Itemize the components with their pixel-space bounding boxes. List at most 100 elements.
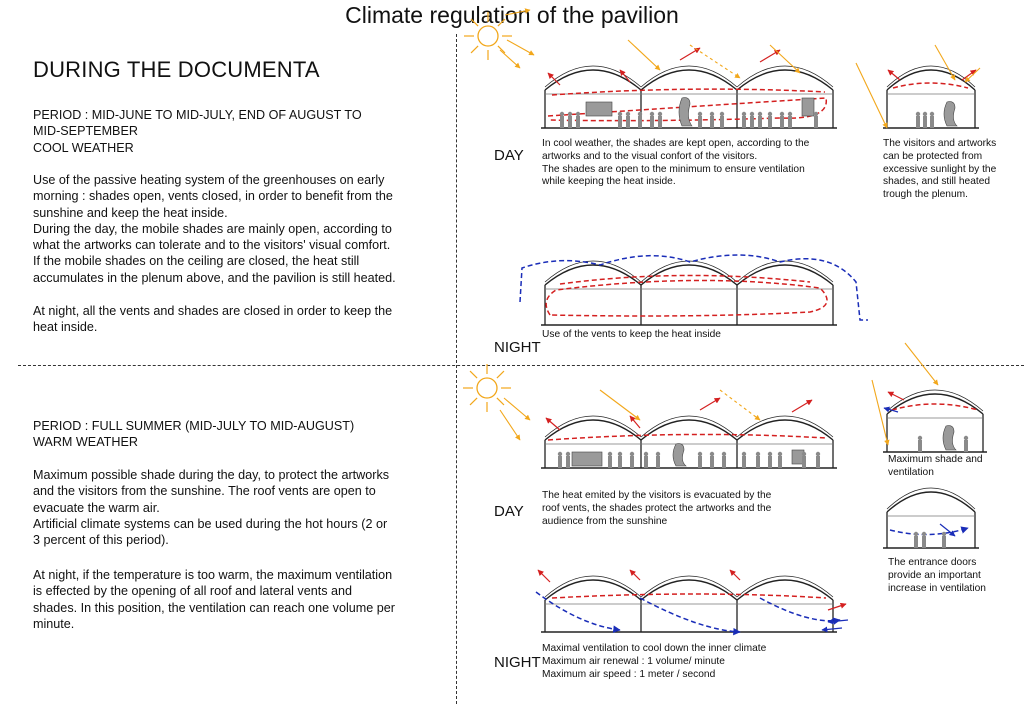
heat-arrow	[547, 72, 561, 86]
roof-arch-outer	[736, 260, 834, 283]
cool-body-line: During the day, the mobile shades are ma…	[33, 221, 392, 236]
roof-arch	[640, 419, 738, 441]
heat-arrow	[827, 602, 847, 611]
visitor-head	[777, 451, 783, 457]
visitor-figure	[557, 451, 563, 468]
visitor-figure	[709, 111, 715, 128]
visitor-body	[658, 116, 662, 128]
roof-arch	[544, 419, 642, 441]
visitor-head	[559, 111, 565, 117]
warm-air-flow	[547, 97, 827, 122]
visitor-body	[802, 456, 806, 468]
heat-arrow	[629, 415, 641, 429]
caption-line: In cool weather, the shades are kept ope…	[542, 138, 810, 149]
visitor-head	[637, 111, 643, 117]
heat-arrow	[699, 397, 721, 411]
caption-line: provide an important	[888, 569, 981, 581]
sunlight-arrow	[599, 389, 641, 421]
sunlight-arrow	[855, 62, 888, 129]
visitor-head	[813, 111, 819, 117]
visitor-body	[566, 456, 570, 468]
caption-line: The heat emited by the visitors is evacu…	[542, 490, 772, 501]
visitor-figure	[643, 451, 649, 468]
visitor-figure	[697, 111, 703, 128]
visitor-head	[629, 451, 635, 457]
sunlight-arrow	[499, 49, 521, 69]
visitor-head	[697, 451, 703, 457]
visitor-figure	[617, 111, 623, 128]
visitor-head	[779, 111, 785, 117]
visitor-figure	[629, 451, 635, 468]
visitor-head	[617, 451, 623, 457]
visitor-head	[617, 111, 623, 117]
visitor-head	[767, 451, 773, 457]
warm-body-text: Maximum possible shade during the day, t…	[33, 467, 443, 548]
visitor-body	[710, 456, 714, 468]
cool-air-flow	[639, 597, 741, 636]
cool-weather-label: COOL WEATHER	[33, 140, 134, 155]
roof-arch-outer	[640, 415, 738, 438]
caption-line: audience from the sunshine	[542, 515, 668, 527]
pavilion-section	[541, 415, 837, 469]
artwork-panel	[571, 451, 603, 467]
visitor-body	[618, 456, 622, 468]
cool-body-line: If the mobile shades on the ceiling are …	[33, 254, 360, 269]
warm-air-flow	[551, 593, 827, 599]
cool-body-line: Use of the passive heating system of the…	[33, 173, 385, 187]
horizontal-divider	[18, 365, 1024, 366]
warm-night-text: At night, if the temperature is too warm…	[33, 567, 443, 632]
visitor-head	[719, 111, 725, 117]
roof-arch	[886, 491, 976, 513]
visitor-body	[964, 440, 968, 452]
caption-line: artworks and to the visual confort of th…	[542, 150, 758, 162]
roof-arch	[736, 419, 834, 441]
visitor-figure	[921, 531, 927, 548]
sun-ray	[469, 370, 478, 379]
cool-day-label: DAY	[494, 147, 524, 164]
visitor-figure	[779, 111, 785, 128]
visitor-body	[788, 116, 792, 128]
visitor-body	[814, 116, 818, 128]
visitor-head	[755, 451, 761, 457]
roof-arch-outer	[886, 389, 984, 412]
visitor-figure	[741, 111, 747, 128]
visitor-figure	[637, 111, 643, 128]
warm-weather-label: WARM WEATHER	[33, 435, 138, 450]
cool-body-line: what the artworks can tolerate and to th…	[33, 238, 391, 253]
visitor-head	[565, 451, 571, 457]
caption-line: The visitors and artworks	[883, 138, 997, 149]
visitor-head	[709, 451, 715, 457]
heat-arrow	[545, 417, 561, 431]
cool-air-flow	[519, 254, 868, 321]
sunlight-arrow	[934, 44, 956, 81]
caption-line: can be protected from	[883, 150, 983, 162]
visitor-body	[656, 456, 660, 468]
roof-arch-outer	[544, 575, 642, 598]
sculpture	[678, 97, 693, 127]
visitor-head	[917, 435, 923, 441]
warm-side2-caption: The entrance doors provide an important …	[888, 557, 986, 595]
visitor-body	[630, 456, 634, 468]
cool-body-line: sunshine and keep the heat inside.	[33, 205, 228, 220]
sun-icon	[476, 377, 498, 399]
warm-body-line: 3 percent of this period).	[33, 533, 169, 548]
warm-air-flow	[545, 279, 828, 317]
visitor-head	[741, 111, 747, 117]
cool-day-caption: In cool weather, the shades are kept ope…	[542, 138, 809, 189]
cool-night-caption: Use of the vents to keep the heat inside	[542, 329, 721, 342]
cool-air-arrow	[883, 406, 899, 413]
caption-line: excessive sunlight by the	[883, 163, 997, 175]
cool-period-line: MID-SEPTEMBER	[33, 124, 138, 139]
sun-ray	[496, 397, 505, 406]
cool-side-caption: The visitors and artworks can be protect…	[883, 138, 996, 202]
sun-ray	[469, 397, 478, 406]
visitor-head	[815, 451, 821, 457]
sunlight-arrow	[719, 389, 761, 421]
sunlight-arrow	[689, 44, 741, 79]
visitor-figure	[801, 451, 807, 468]
caption-line: The entrance doors	[888, 557, 977, 568]
visitor-figure	[567, 111, 573, 128]
warm-night-line: is effected by the opening of all roof a…	[33, 584, 353, 599]
visitor-body	[710, 116, 714, 128]
